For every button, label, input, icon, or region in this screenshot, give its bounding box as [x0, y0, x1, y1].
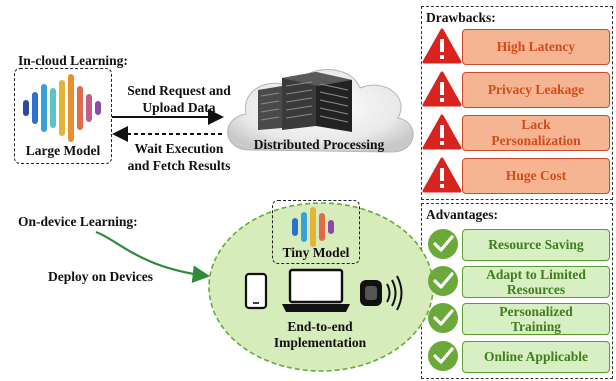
incloud-title: In-cloud Learning: [18, 53, 128, 68]
laptop-icon [282, 268, 350, 312]
cloud-label: Distributed Processing [253, 137, 385, 152]
drawback-label: Huge Cost [505, 168, 567, 183]
drawback-label-line2: Personalization [491, 133, 581, 148]
warning-icon [422, 71, 462, 107]
ondevice-title: On-device Learning: [18, 214, 138, 229]
drawback-label-line1: Lack [521, 117, 551, 132]
deploy-label: Deploy on Devices [48, 269, 153, 284]
large-model-waveform-icon [23, 74, 101, 142]
advantage-item: Online Applicable [462, 341, 610, 373]
advantage-item: Adapt to Limited Resources [462, 266, 610, 298]
drawback-label: Privacy Leakage [487, 82, 585, 97]
drawback-label: High Latency [496, 39, 576, 54]
advantage-label-line2: Training [510, 319, 561, 334]
advantages-title: Advantages: [426, 207, 499, 222]
large-model-box [14, 68, 112, 164]
smartphone-icon [244, 272, 268, 310]
advantage-label: Online Applicable [484, 349, 588, 364]
advantage-label-line2: Resources [506, 282, 566, 297]
drawback-item: Huge Cost [462, 158, 610, 194]
wait-label-line2: and Fetch Results [127, 158, 231, 173]
warning-icon [422, 28, 462, 64]
impl-label-line2: Implementation [273, 335, 367, 350]
checkmark-icon [428, 266, 458, 296]
checkmark-icon [428, 229, 458, 259]
impl-label-line1: End-to-end [287, 319, 353, 334]
drawback-item: Privacy Leakage [462, 72, 610, 108]
smartwatch-icon [360, 275, 403, 311]
advantage-item: Resource Saving [462, 229, 610, 261]
server-rack-icon [258, 72, 352, 132]
tiny-model-box [272, 200, 360, 264]
tiny-model-label: Tiny Model [282, 245, 350, 260]
advantage-label-line1: Adapt to Limited [486, 267, 586, 282]
request-label-line1: Send Request and [127, 83, 231, 98]
drawback-item: Lack Personalization [462, 115, 610, 151]
advantage-label-line1: Personalized [499, 304, 573, 319]
wait-label-line1: Wait Execution [134, 141, 224, 156]
request-label-line2: Upload Data [142, 100, 216, 115]
warning-icon [422, 157, 462, 193]
checkmark-icon [428, 303, 458, 333]
advantage-label: Resource Saving [488, 237, 584, 252]
warning-icon [422, 114, 462, 150]
drawbacks-title: Drawbacks: [426, 10, 496, 25]
drawback-item: High Latency [462, 29, 610, 65]
tiny-model-waveform-icon [292, 207, 334, 247]
checkmark-icon [428, 341, 458, 371]
deploy-arrow [95, 230, 211, 283]
advantage-item: Personalized Training [462, 303, 610, 335]
large-model-label: Large Model [25, 143, 101, 158]
